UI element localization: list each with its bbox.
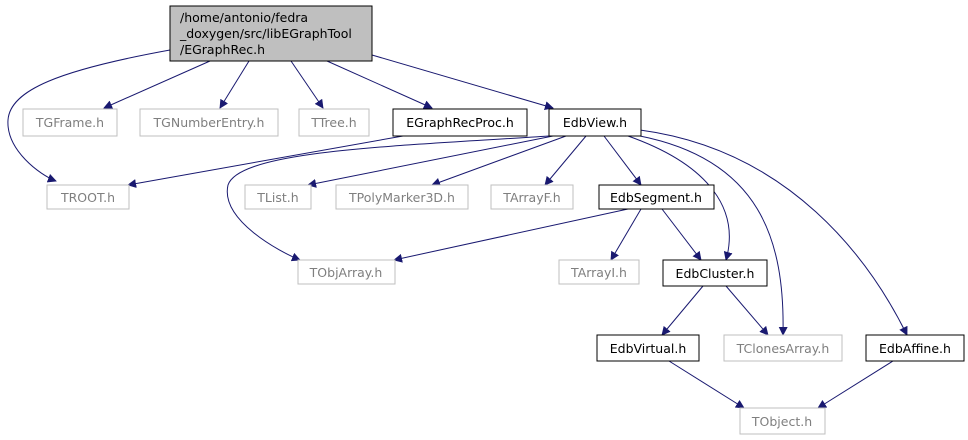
- node-tclonesarray: TClonesArray.h: [723, 334, 843, 362]
- edge-root-ttree: [290, 60, 324, 109]
- svg-text:TObject.h: TObject.h: [751, 414, 812, 429]
- node-troot: TROOT.h: [46, 184, 130, 210]
- node-tobjarray: TObjArray.h: [297, 259, 396, 285]
- svg-text:TArrayI.h: TArrayI.h: [570, 265, 627, 280]
- node-edbvirtual[interactable]: EdbVirtual.h: [596, 334, 700, 362]
- svg-text:EdbVirtual.h: EdbVirtual.h: [610, 341, 687, 356]
- root-line-3: /EGraphRec.h: [180, 42, 265, 57]
- edge-edbview-tclonesarray: [639, 135, 788, 336]
- edge-root-troot: [7, 49, 171, 183]
- edge-edbview-tobjarray: [226, 135, 550, 262]
- svg-text:TClonesArray.h: TClonesArray.h: [736, 341, 830, 356]
- edge-root-tgnumberentry: [219, 60, 250, 109]
- node-tpolymarker3d: TPolyMarker3D.h: [335, 184, 469, 210]
- edge-edbcluster-tclonesarray: [725, 285, 769, 336]
- edge-edbsegment-edbcluster: [661, 208, 702, 261]
- node-edbview[interactable]: EdbView.h: [548, 108, 642, 137]
- edge-root-edbview: [371, 54, 554, 111]
- edge-edbvirtual-tobject: [668, 360, 745, 409]
- edge-edbview-tarrayf: [544, 135, 587, 186]
- svg-text:TROOT.h: TROOT.h: [60, 190, 115, 205]
- node-ttree: TTree.h: [298, 108, 370, 137]
- node-tgframe: TGFrame.h: [22, 108, 118, 137]
- svg-text:EGraphRecProc.h: EGraphRecProc.h: [406, 115, 514, 130]
- node-tarrayi: TArrayI.h: [558, 259, 640, 285]
- node-edbsegment[interactable]: EdbSegment.h: [598, 184, 715, 210]
- node-root-egraphrec[interactable]: /home/antonio/fedra _doxygen/src/libEGra…: [169, 5, 373, 62]
- svg-text:TObjArray.h: TObjArray.h: [309, 265, 383, 280]
- node-tarrayf: TArrayF.h: [490, 184, 574, 210]
- node-tlist: TList.h: [244, 184, 312, 210]
- edge-root-tgframe: [103, 60, 211, 109]
- svg-text:TGFrame.h: TGFrame.h: [35, 115, 104, 130]
- svg-text:EdbView.h: EdbView.h: [563, 115, 627, 130]
- edge-edbsegment-tobjarray: [393, 208, 629, 263]
- root-line-2: _doxygen/src/libEGraphTool: [179, 26, 352, 41]
- svg-text:TList.h: TList.h: [256, 190, 298, 205]
- edge-edbview-edbaffine: [639, 129, 908, 336]
- edge-edbcluster-edbvirtual: [661, 285, 704, 336]
- node-tgnumberentry: TGNumberEntry.h: [139, 108, 279, 137]
- svg-text:TGNumberEntry.h: TGNumberEntry.h: [153, 115, 265, 130]
- edge-edbaffine-tobject: [817, 360, 894, 409]
- edge-edbsegment-tarrayi: [610, 208, 642, 261]
- svg-text:TPolyMarker3D.h: TPolyMarker3D.h: [348, 190, 455, 205]
- svg-text:TArrayF.h: TArrayF.h: [502, 190, 560, 205]
- svg-text:EdbCluster.h: EdbCluster.h: [676, 266, 755, 281]
- svg-text:EdbAffine.h: EdbAffine.h: [879, 341, 951, 356]
- edge-edbview-edbsegment: [603, 135, 642, 186]
- node-edbcluster[interactable]: EdbCluster.h: [662, 259, 768, 287]
- edge-root-egraphrecproc: [326, 60, 433, 109]
- node-tobject: TObject.h: [739, 407, 826, 435]
- edge-edbview-tpolymarker3d: [431, 135, 567, 187]
- edge-edbview-tlist: [307, 135, 554, 188]
- edge-egraphrecproc-troot: [127, 135, 404, 189]
- svg-text:TTree.h: TTree.h: [310, 115, 356, 130]
- node-egraphrecproc[interactable]: EGraphRecProc.h: [392, 108, 528, 137]
- svg-text:EdbSegment.h: EdbSegment.h: [610, 190, 702, 205]
- node-edbaffine[interactable]: EdbAffine.h: [865, 334, 965, 362]
- root-line-1: /home/antonio/fedra: [180, 10, 308, 25]
